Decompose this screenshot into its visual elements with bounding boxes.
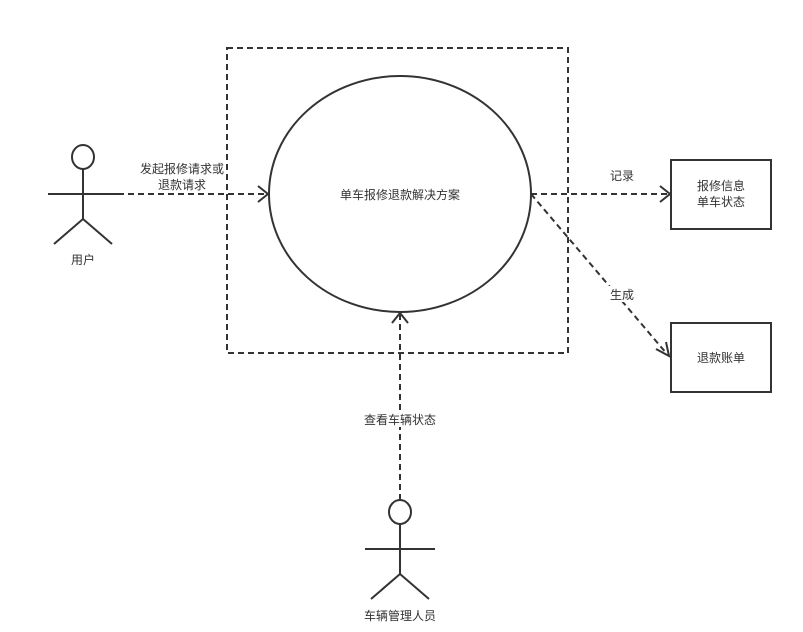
actor-user-head [71,144,95,170]
actor-admin-leg-left [370,573,401,600]
actor-user-leg-left [53,218,84,245]
actor-admin-leg-right [399,573,430,600]
actor-user[interactable] [48,144,118,245]
edge-user-request-arrowhead [257,185,270,203]
box-refund-bill-label: 退款账单 [697,351,745,365]
box-repair-info[interactable] [670,159,772,230]
box-repair-info-line1: 报修信息 [697,178,745,193]
edge-record-label: 记录 [610,169,634,183]
edge-generate-label: 生成 [610,288,634,302]
edge-generate-arrowhead [655,341,671,358]
actor-admin[interactable] [365,499,435,600]
box-repair-info-line2: 单车状态 [697,194,745,209]
edge-user-request-label-line1: 发起报修请求或 [140,161,224,176]
use-case-label: 单车报修退款解决方案 [340,187,460,202]
edge-generate [530,193,668,355]
actor-user-label: 用户 [71,252,95,267]
actor-user-leg-right [82,218,113,245]
edge-user-request-label-line2: 退款请求 [158,178,206,192]
edge-check-status-arrowhead [391,311,409,324]
system-boundary [226,47,569,354]
edge-generate-label-bg [606,286,638,302]
edge-record-arrowhead [659,185,672,203]
actor-admin-head [388,499,412,525]
edge-check-status-label: 查看车辆状态 [364,412,436,427]
box-refund-bill[interactable] [670,322,772,393]
actor-admin-label: 车辆管理人员 [364,608,436,623]
edge-check-status-label-bg [358,411,442,427]
